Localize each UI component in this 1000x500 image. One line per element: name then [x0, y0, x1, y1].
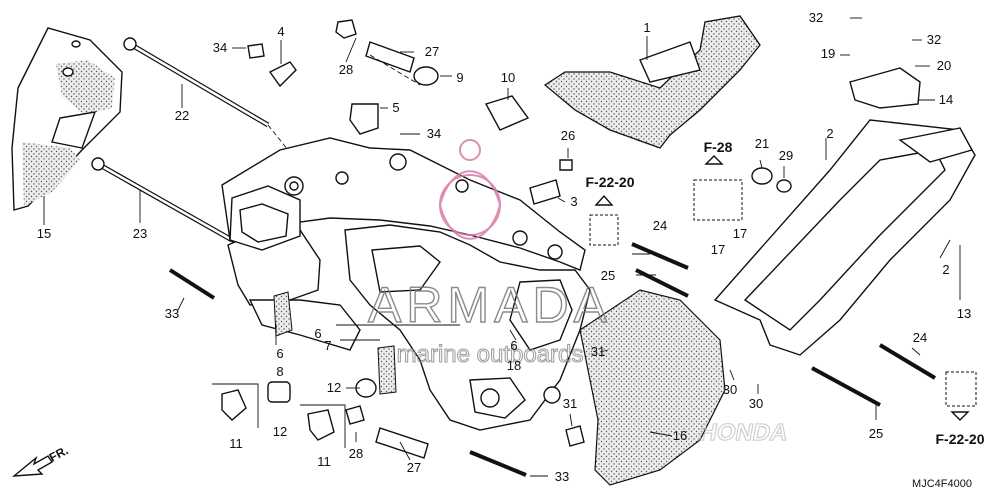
callout-28-bottom: 28 [349, 446, 363, 461]
callout-23: 23 [133, 226, 147, 241]
callout-32-right: 32 [927, 32, 941, 47]
callout-11-left: 11 [229, 436, 243, 451]
ref-box-f28 [693, 155, 743, 221]
callout-12-upper: 12 [327, 380, 341, 395]
callout-16: 16 [673, 428, 687, 443]
callout-9: 9 [456, 70, 463, 85]
callout-30-left: 30 [723, 382, 737, 397]
callout-2-right: 2 [942, 262, 949, 277]
callout-6-mid: 6 [314, 326, 321, 341]
callout-7: 7 [324, 338, 331, 353]
callout-31-lower: 31 [563, 396, 577, 411]
callout-4: 4 [277, 24, 284, 39]
armada-watermark: ARMADA marine outboards HONDA [367, 139, 791, 446]
part-13-subframe [713, 119, 976, 356]
watermark-main-text: ARMADA [368, 277, 612, 333]
part-9-collar [413, 66, 439, 86]
callout-33-lower: 33 [555, 469, 569, 484]
part-4-clip [268, 40, 297, 88]
part-26-screw [559, 159, 573, 171]
inset-part-11-left [212, 383, 259, 428]
honda-watermark-text: HONDA [697, 419, 790, 446]
callout-27-bottom: 27 [407, 460, 421, 475]
callout-34-right: 34 [427, 126, 441, 141]
callout-8: 8 [276, 364, 283, 379]
callout-25-left: 25 [601, 268, 615, 283]
reference-labels: F-22-20 F-28 F-22-20 [585, 139, 984, 447]
callout-17-top: 17 [733, 226, 747, 241]
front-direction-arrow [11, 455, 53, 477]
ref-box-f2220-bottom [945, 371, 977, 421]
callout-5: 5 [392, 100, 399, 115]
callout-1: 1 [643, 20, 650, 35]
callout-26: 26 [561, 128, 575, 143]
callout-20: 20 [937, 58, 951, 73]
diagram-code: MJC4F4000 [912, 478, 972, 490]
part-33-bolt-lower [469, 450, 527, 477]
part-22-long-bolt [123, 37, 301, 166]
part-29-washer [776, 179, 792, 193]
inset-part-12-collar [267, 381, 291, 403]
callout-3: 3 [570, 194, 577, 209]
ref-label-f28: F-28 [704, 139, 733, 155]
callout-27-top: 27 [425, 44, 439, 59]
part-14-bracket [849, 67, 935, 109]
inset-part-8-strip [273, 291, 293, 337]
callout-6-left: 6 [276, 346, 283, 361]
callout-25-right: 25 [869, 426, 883, 441]
callout-17-left: 17 [711, 242, 725, 257]
callout-19: 19 [821, 46, 835, 61]
part-27-spring-lower [375, 427, 429, 459]
callout-21: 21 [755, 136, 769, 151]
ref-label-f2220-bottom: F-22-20 [935, 431, 984, 447]
callout-24-left: 24 [653, 218, 667, 233]
part-5-bracket [349, 103, 379, 135]
inset-part-11-right [300, 404, 346, 448]
callout-12-lower: 12 [273, 424, 287, 439]
part-27-spring-top [365, 41, 421, 86]
part-28-nut-lower [345, 405, 365, 425]
part-24-bolt-right [878, 343, 937, 380]
callout-6-right: 6 [510, 338, 517, 353]
part-34-bolt-top [247, 43, 265, 59]
callout-2-top: 2 [826, 126, 833, 141]
callout-30-right: 30 [749, 396, 763, 411]
leader-lines [177, 17, 951, 477]
callout-31-upper: 31 [591, 344, 605, 359]
callout-24-right: 24 [913, 330, 927, 345]
callout-10: 10 [501, 70, 515, 85]
ref-label-f2220-top: F-22-20 [585, 174, 634, 190]
part-3-clamp [529, 179, 561, 205]
part-23-long-bolt [91, 157, 234, 243]
callout-29: 29 [779, 148, 793, 163]
callout-14: 14 [939, 92, 953, 107]
callout-numbers: 1 2 2 3 4 5 6 6 6 7 8 9 10 11 11 12 12 1… [37, 10, 971, 484]
part-24-bolt-left [631, 242, 689, 270]
part-21-rubber [751, 167, 773, 185]
callout-28-top: 28 [339, 62, 353, 77]
watermark-sub-text: marine outboards [397, 341, 584, 368]
callout-13: 13 [957, 306, 971, 321]
part-1-seat-panel [543, 15, 761, 149]
part-33-bolt-upper [168, 268, 216, 300]
callout-18: 18 [507, 358, 521, 373]
inset-part-7-strip [377, 345, 397, 395]
callout-22: 22 [175, 108, 189, 123]
part-28-nut-top [335, 19, 357, 39]
callout-32-left: 32 [809, 10, 823, 25]
part-15-heat-guard [11, 27, 123, 225]
part-25-bolt-right [811, 366, 881, 407]
callout-11-right: 11 [317, 454, 331, 469]
part-25-bolt-left [635, 268, 689, 298]
callout-33-upper: 33 [165, 306, 179, 321]
part-16-lower-guard [579, 289, 726, 486]
part-10-collar [484, 88, 530, 131]
ref-box-f2220-top [589, 194, 619, 246]
callout-34-left: 34 [213, 40, 227, 55]
callout-15: 15 [37, 226, 51, 241]
part-31-nut [565, 425, 585, 447]
